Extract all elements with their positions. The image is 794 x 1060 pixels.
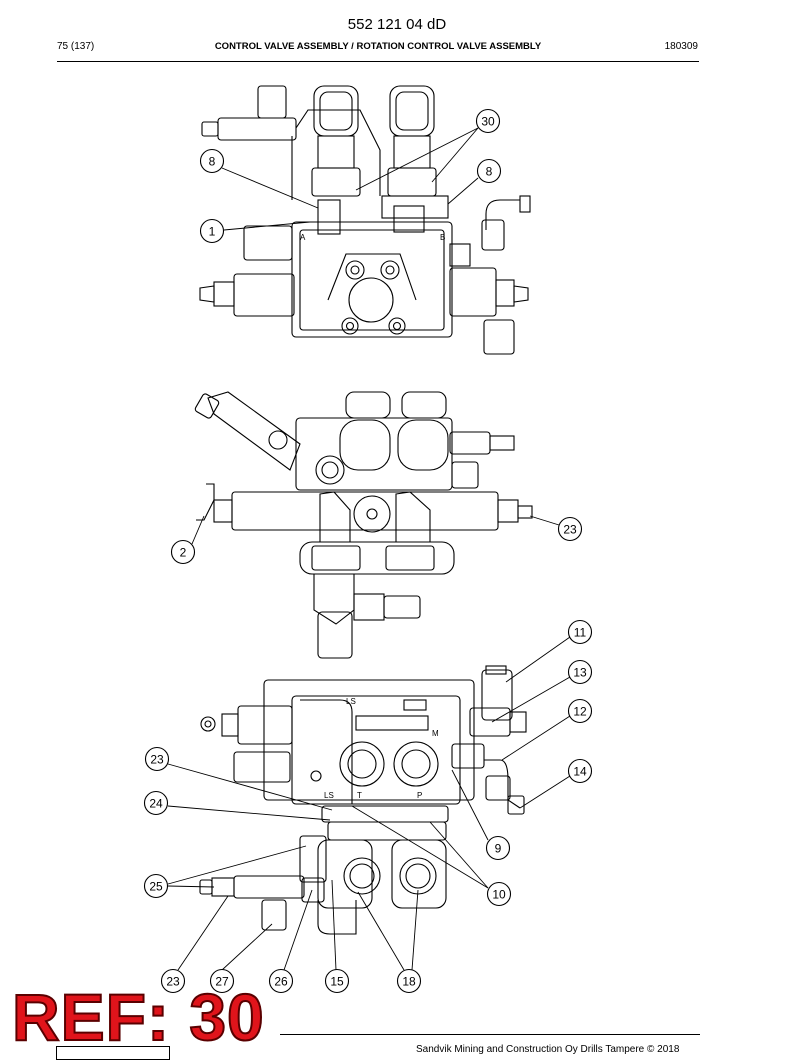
reference-stamp: REF: 30 <box>11 980 265 1054</box>
callout-15-circle <box>324 968 350 994</box>
callout-14-circle <box>567 758 593 784</box>
callout-23-upper: 23 <box>150 753 164 767</box>
callout-11-circle <box>567 619 593 645</box>
page-title: CONTROL VALVE ASSEMBLY / ROTATION CONTRO… <box>214 41 542 52</box>
callout-27: 27 <box>215 975 229 989</box>
callout-8-right-circle <box>476 158 502 184</box>
callout-2: 2 <box>180 546 187 560</box>
callout-14: 14 <box>573 765 587 779</box>
callout-10: 10 <box>492 888 506 902</box>
callout-24-circle <box>143 790 169 816</box>
callout-27-circle <box>209 968 235 994</box>
callout-23-upper-circle <box>144 746 170 772</box>
port-mark-b: B <box>440 233 445 242</box>
callout-26-circle <box>268 968 294 994</box>
callout-8-right: 8 <box>486 165 493 179</box>
callout-26: 26 <box>274 975 288 989</box>
callout-1-circle <box>199 218 225 244</box>
callout-30: 30 <box>481 115 495 129</box>
callout-10-circle <box>486 881 512 907</box>
port-mark-p: P <box>417 791 422 800</box>
callout-30-circle <box>475 108 501 134</box>
callout-13-circle <box>567 659 593 685</box>
callout-8-left-circle <box>199 148 225 174</box>
callout-11: 11 <box>574 626 587 640</box>
callout-2-circle <box>170 539 196 565</box>
callout-25: 25 <box>149 880 163 894</box>
callout-12: 12 <box>573 705 587 719</box>
callout-23-middle-circle <box>557 516 583 542</box>
callout-12-circle <box>567 698 593 724</box>
callout-24: 24 <box>149 797 163 811</box>
port-mark-m: M <box>432 729 439 738</box>
callout-13: 13 <box>573 666 587 680</box>
leader-lines <box>167 127 571 971</box>
callout-1: 1 <box>209 225 216 239</box>
document-date: 180309 <box>664 41 698 52</box>
callout-9: 9 <box>495 842 502 856</box>
callout-balloons: 30 8 8 1 2 23 11 13 12 14 23 24 9 25 10 … <box>143 108 593 994</box>
header-rule <box>57 61 699 62</box>
footer-rule <box>280 1034 700 1035</box>
bottom-view: LS T P LS M <box>199 665 527 935</box>
callout-8-left: 8 <box>209 155 216 169</box>
port-mark-a: A <box>300 233 306 242</box>
brand-logo <box>56 1046 170 1060</box>
callout-23-middle: 23 <box>563 523 577 537</box>
port-mark-t: T <box>357 791 362 800</box>
callout-25-circle <box>143 873 169 899</box>
callout-9-circle <box>485 835 511 861</box>
port-mark-ls-upper: LS <box>346 697 356 706</box>
callout-18: 18 <box>402 975 416 989</box>
callout-23-lower-circle <box>160 968 186 994</box>
port-mark-ls-lower: LS <box>324 791 334 800</box>
footer-copyright: Sandvik Mining and Construction Oy Drill… <box>416 1044 680 1055</box>
callout-23-lower: 23 <box>166 975 180 989</box>
top-view: A B <box>199 85 531 355</box>
callout-15: 15 <box>330 975 344 989</box>
page-number: 75 (137) <box>57 41 95 52</box>
callout-18-circle <box>396 968 422 994</box>
document-number: 552 121 04 dD <box>347 16 447 33</box>
middle-view <box>194 391 533 659</box>
